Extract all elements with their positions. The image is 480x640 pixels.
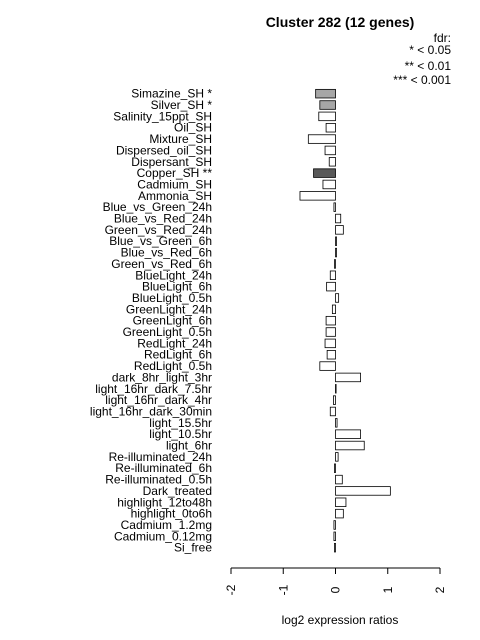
- category-label: light_15.5hr: [149, 416, 212, 430]
- category-label: Dispersed_oil_SH: [116, 143, 212, 157]
- category-label: Green_vs_Red_24h: [105, 223, 212, 237]
- category-label: Re-illuminated_6h: [115, 461, 212, 475]
- category-label: Blue_vs_Green_24h: [103, 200, 212, 214]
- x-tick-label: 2: [433, 586, 447, 593]
- category-label: Si_free: [174, 541, 212, 555]
- bar: [313, 168, 336, 178]
- category-label: BlueLight_0.5h: [132, 291, 212, 305]
- category-label: GreenLight_0.5h: [123, 325, 212, 339]
- category-label: Silver_SH *: [151, 98, 213, 112]
- bar: [335, 213, 342, 224]
- bar: [324, 145, 336, 156]
- bar: [335, 429, 361, 439]
- category-label: Blue_vs_Green_6h: [109, 234, 212, 248]
- bar: [335, 236, 337, 246]
- category-label: RedLight_0.5h: [134, 359, 212, 373]
- bar: [334, 259, 336, 269]
- bar: [325, 327, 336, 337]
- category-label: Blue_vs_Red_24h: [114, 212, 212, 226]
- category-label: BlueLight_6h: [142, 280, 212, 294]
- category-label: light_16hr_dark_7.5hr: [95, 382, 212, 396]
- bar: [334, 542, 336, 553]
- category-label: Cadmium_0.12mg: [114, 529, 212, 543]
- bar: [324, 338, 336, 349]
- category-label: light_10.5hr: [149, 427, 212, 441]
- category-label: highlight_0to6h: [131, 507, 212, 521]
- category-label: light_6hr: [166, 439, 212, 453]
- category-label: Simazine_SH *: [131, 87, 212, 101]
- bars-group: [299, 88, 391, 553]
- bar: [322, 179, 336, 190]
- bar: [319, 361, 336, 371]
- category-label: Copper_SH **: [137, 166, 213, 180]
- bar: [335, 508, 344, 519]
- bar: [335, 418, 338, 428]
- bar: [325, 315, 336, 326]
- category-label: Cadmium_1.2mg: [121, 518, 212, 532]
- category-label: Cadmium_SH: [137, 177, 212, 191]
- bar: [333, 395, 336, 405]
- category-label: dark_8hr_light_3hr: [112, 370, 212, 384]
- category-label: Dispersant_SH: [131, 155, 212, 169]
- bar: [329, 406, 336, 417]
- bar: [326, 350, 336, 360]
- x-tick-label: 0: [329, 586, 343, 593]
- bar: [326, 281, 336, 292]
- bar: [335, 372, 361, 383]
- bar: [315, 88, 336, 99]
- bar: [335, 440, 365, 451]
- bar: [335, 497, 347, 507]
- category-label: GreenLight_6h: [133, 314, 212, 328]
- x-tick-label: 1: [381, 586, 395, 593]
- category-label: Ammonia_SH: [138, 189, 212, 203]
- legend-entry: *** < 0.001: [393, 73, 451, 87]
- category-label: highlight_12to48h: [117, 495, 212, 509]
- category-label: Re-illuminated_24h: [109, 450, 212, 464]
- bar: [335, 474, 343, 485]
- legend-entry: ** < 0.01: [405, 59, 452, 73]
- category-label: Green_vs_Red_6h: [111, 257, 212, 271]
- category-label: light_16hr_dark_4hr: [105, 393, 212, 407]
- bar: [331, 304, 336, 315]
- bar: [334, 463, 336, 473]
- category-labels: Simazine_SH *Silver_SH *Salinity_15ppt_S…: [90, 87, 212, 555]
- category-label: Re-illuminated_0.5h: [105, 473, 212, 487]
- bar: [333, 202, 336, 212]
- bar: [328, 157, 336, 167]
- bar: [335, 247, 337, 258]
- legend-title: fdr:: [434, 31, 451, 45]
- legend: fdr: * < 0.05 ** < 0.01 *** < 0.001: [393, 31, 451, 87]
- bar: [319, 100, 336, 110]
- bar: [333, 531, 336, 542]
- bar: [335, 452, 339, 462]
- bar: [335, 384, 337, 394]
- x-tick-label: -1: [276, 584, 290, 595]
- bar: [307, 134, 336, 144]
- category-label: RedLight_24h: [137, 336, 212, 350]
- x-tick-label: -2: [224, 584, 238, 595]
- bar: [318, 111, 336, 122]
- category-label: RedLight_6h: [144, 348, 212, 362]
- category-label: BlueLight_24h: [135, 268, 212, 282]
- category-label: light_16hr_dark_30min: [90, 404, 212, 418]
- bar: [335, 225, 344, 235]
- legend-entry: * < 0.05: [409, 43, 451, 57]
- category-label: Blue_vs_Red_6h: [121, 246, 212, 260]
- category-label: Oil_SH: [174, 121, 212, 135]
- bar: [335, 486, 391, 496]
- category-label: Dark_treated: [143, 484, 212, 498]
- x-axis: -2 -1 0 1 2: [224, 567, 447, 595]
- category-label: GreenLight_24h: [126, 302, 212, 316]
- bar: [325, 123, 336, 133]
- category-label: Mixture_SH: [149, 132, 212, 146]
- x-axis-label: log2 expression ratios: [282, 613, 399, 627]
- category-label: Salinity_15ppt_SH: [113, 109, 212, 123]
- chart-title: Cluster 282 (12 genes): [266, 14, 415, 30]
- bar: [335, 293, 340, 303]
- bar: [299, 191, 336, 201]
- bar: [333, 520, 336, 530]
- bar: [329, 270, 336, 280]
